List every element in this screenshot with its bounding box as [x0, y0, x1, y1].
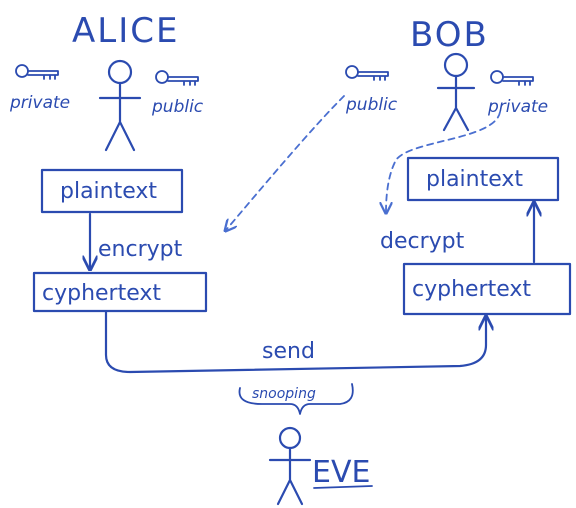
bob-private-label: private	[487, 97, 548, 117]
bob-title: BOB	[410, 15, 489, 55]
bob-figure	[436, 52, 476, 132]
decrypt-label: decrypt	[380, 229, 465, 254]
bob-public-key-icon	[345, 65, 389, 81]
eve-label: EVE	[312, 455, 370, 490]
private-key-dashed-arrow	[386, 111, 501, 212]
alice-public-label: public	[151, 97, 204, 117]
encrypt-label: encrypt	[98, 237, 183, 262]
alice-cyphertext-box	[32, 271, 208, 313]
bob-plaintext-box	[406, 156, 560, 202]
alice-plaintext-label: plaintext	[60, 179, 157, 204]
alice-private-label: private	[9, 93, 70, 113]
eve-underline	[313, 485, 373, 489]
bob-public-label: public	[345, 95, 398, 115]
alice-public-key-icon	[155, 70, 199, 86]
bob-cyphertext-label: cyphertext	[412, 277, 531, 302]
bob-plaintext-label: plaintext	[426, 167, 523, 192]
alice-private-key-icon	[15, 64, 59, 80]
send-channel-arrow	[104, 310, 486, 374]
alice-title: ALICE	[72, 11, 179, 51]
alice-cyphertext-label: cyphertext	[42, 281, 161, 306]
send-label: send	[262, 339, 315, 364]
eve-figure	[268, 426, 312, 506]
snooping-label: snooping	[252, 386, 316, 402]
bob-cyphertext-box	[402, 262, 572, 316]
alice-plaintext-box	[40, 168, 184, 214]
snooping-brace	[238, 383, 354, 415]
public-key-dashed-arrow	[226, 95, 345, 230]
bob-private-key-icon	[490, 70, 534, 86]
alice-figure	[98, 59, 142, 152]
